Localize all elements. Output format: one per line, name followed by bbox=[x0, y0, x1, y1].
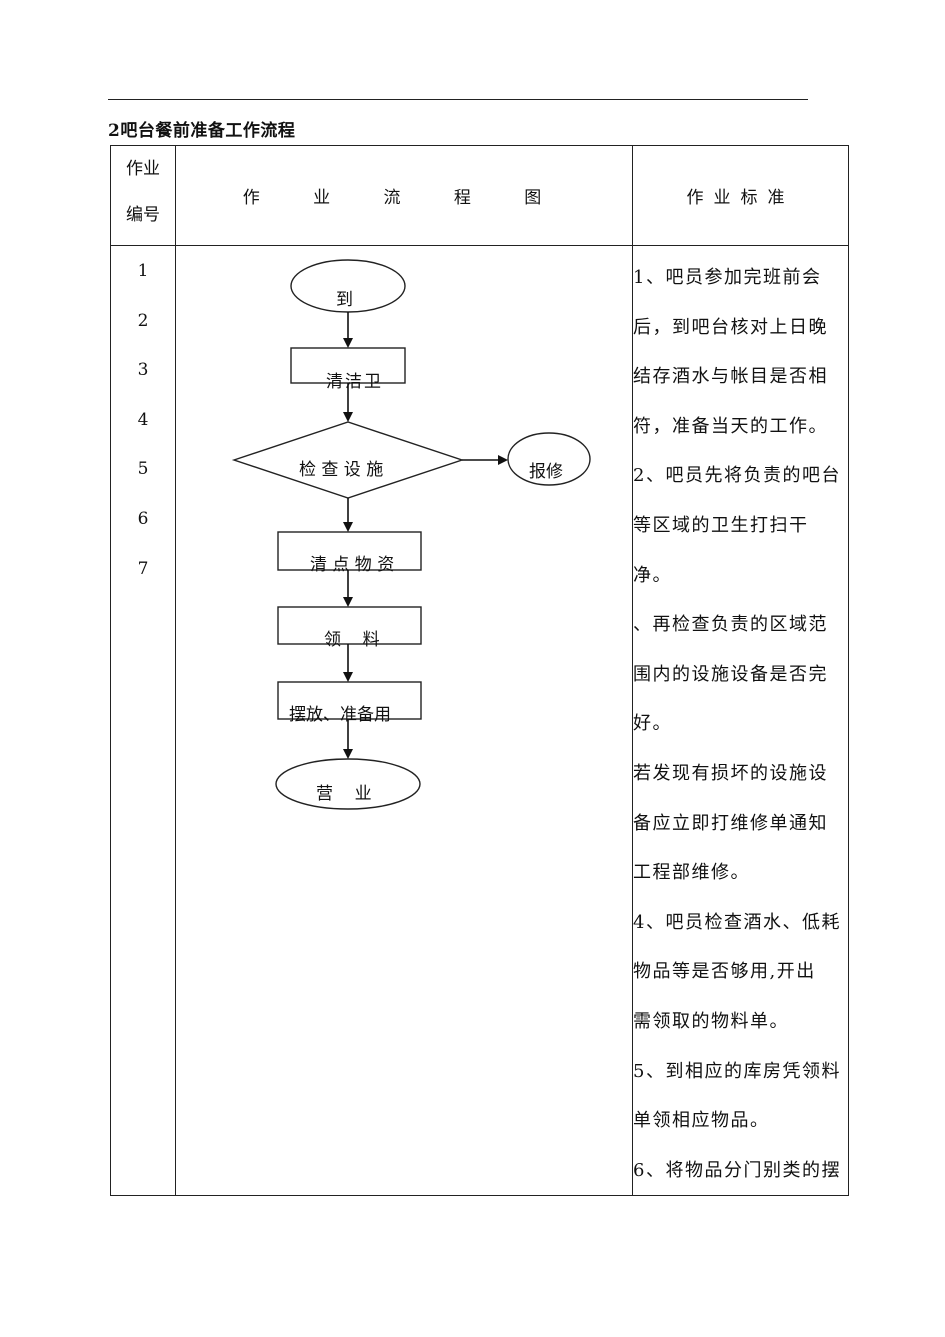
arrange-process-box bbox=[277, 681, 422, 720]
standard-line: 结存酒水与帐目是否相 bbox=[633, 366, 828, 388]
step-number: 5 bbox=[137, 459, 149, 480]
end-terminal bbox=[275, 758, 421, 810]
count-label: 清 点 物 资 bbox=[310, 555, 394, 575]
count-process-box bbox=[277, 531, 422, 571]
standard-line: 4、吧员检查酒水、低耗 bbox=[633, 911, 841, 933]
start-label: 到 bbox=[336, 290, 353, 310]
standards-cell: 1、吧员参加完班前会 后，到吧台核对上日晚 结存酒水与帐目是否相 符，准备当天的… bbox=[632, 244, 849, 1197]
flowchart: 到 清洁卫 检 查 设 施 报修 清 点 物 资 领 料 摆放、准备用 营 业 bbox=[231, 259, 591, 810]
standard-line: 备应立即打维修单通知 bbox=[633, 812, 828, 834]
workflow-table: 作业 编号 作 业 流 程 图 作业标准 1 2 3 4 5 6 7 bbox=[110, 145, 849, 1197]
standard-line: 围内的设施设备是否完 bbox=[633, 663, 828, 685]
flowchart-cell: 到 清洁卫 检 查 设 施 报修 清 点 物 资 领 料 摆放、准备用 营 业 bbox=[175, 244, 633, 1197]
standard-line: 物品等是否够用,开出 bbox=[633, 961, 816, 983]
header-num-line2: 编号 bbox=[126, 205, 160, 225]
step-number: 1 bbox=[137, 261, 149, 281]
standard-line: 好。 bbox=[633, 713, 672, 735]
repair-label: 报修 bbox=[529, 462, 563, 482]
receive-process-box bbox=[277, 606, 422, 645]
check-label: 检 查 设 施 bbox=[299, 460, 383, 480]
standard-line: 、再检查负责的区域范 bbox=[633, 614, 828, 636]
document-title: 2吧台餐前准备工作流程 bbox=[108, 121, 296, 141]
arrange-label: 摆放、准备用 bbox=[289, 705, 391, 725]
standard-line: 1、吧员参加完班前会 bbox=[633, 267, 822, 288]
standard-line: 净。 bbox=[633, 564, 672, 586]
standard-line: 工程部维修。 bbox=[633, 862, 750, 884]
step-numbers: 1 2 3 4 5 6 7 bbox=[110, 244, 176, 1197]
table-header-row: 作业 编号 作 业 流 程 图 作业标准 bbox=[110, 145, 849, 246]
header-standard: 作业标准 bbox=[632, 145, 849, 246]
header-num-line1: 作业 bbox=[126, 159, 160, 179]
standard-line: 等区域的卫生打扫干 bbox=[633, 514, 809, 536]
standard-line: 符，准备当天的工作。 bbox=[633, 415, 828, 437]
header-step-number: 作业 编号 bbox=[110, 145, 176, 246]
step-number: 3 bbox=[137, 360, 149, 381]
table-body-row: 1 2 3 4 5 6 7 bbox=[110, 244, 849, 1197]
standard-line: 2、吧员先将负责的吧台 bbox=[633, 465, 841, 487]
repair-terminal bbox=[507, 432, 591, 486]
step-number: 6 bbox=[137, 508, 149, 529]
standard-line: 需领取的物料单。 bbox=[633, 1010, 789, 1032]
standard-line: 单领相应物品。 bbox=[633, 1110, 770, 1132]
receive-label: 领 料 bbox=[324, 630, 380, 650]
step-number: 4 bbox=[137, 409, 149, 430]
standard-line: 若发现有损坏的设施设 bbox=[633, 762, 828, 784]
standard-line: 5、到相应的库房凭领料 bbox=[633, 1060, 841, 1082]
header-rule bbox=[108, 99, 808, 100]
standard-line: 后，到吧台核对上日晚 bbox=[633, 316, 828, 338]
step-number: 2 bbox=[137, 310, 149, 331]
step-number: 7 bbox=[137, 558, 149, 579]
clean-label: 清洁卫 bbox=[326, 372, 383, 392]
standard-line: 6、将物品分门别类的摆 bbox=[633, 1159, 841, 1181]
header-flowchart: 作 业 流 程 图 bbox=[175, 145, 633, 246]
end-label: 营 业 bbox=[316, 784, 372, 804]
